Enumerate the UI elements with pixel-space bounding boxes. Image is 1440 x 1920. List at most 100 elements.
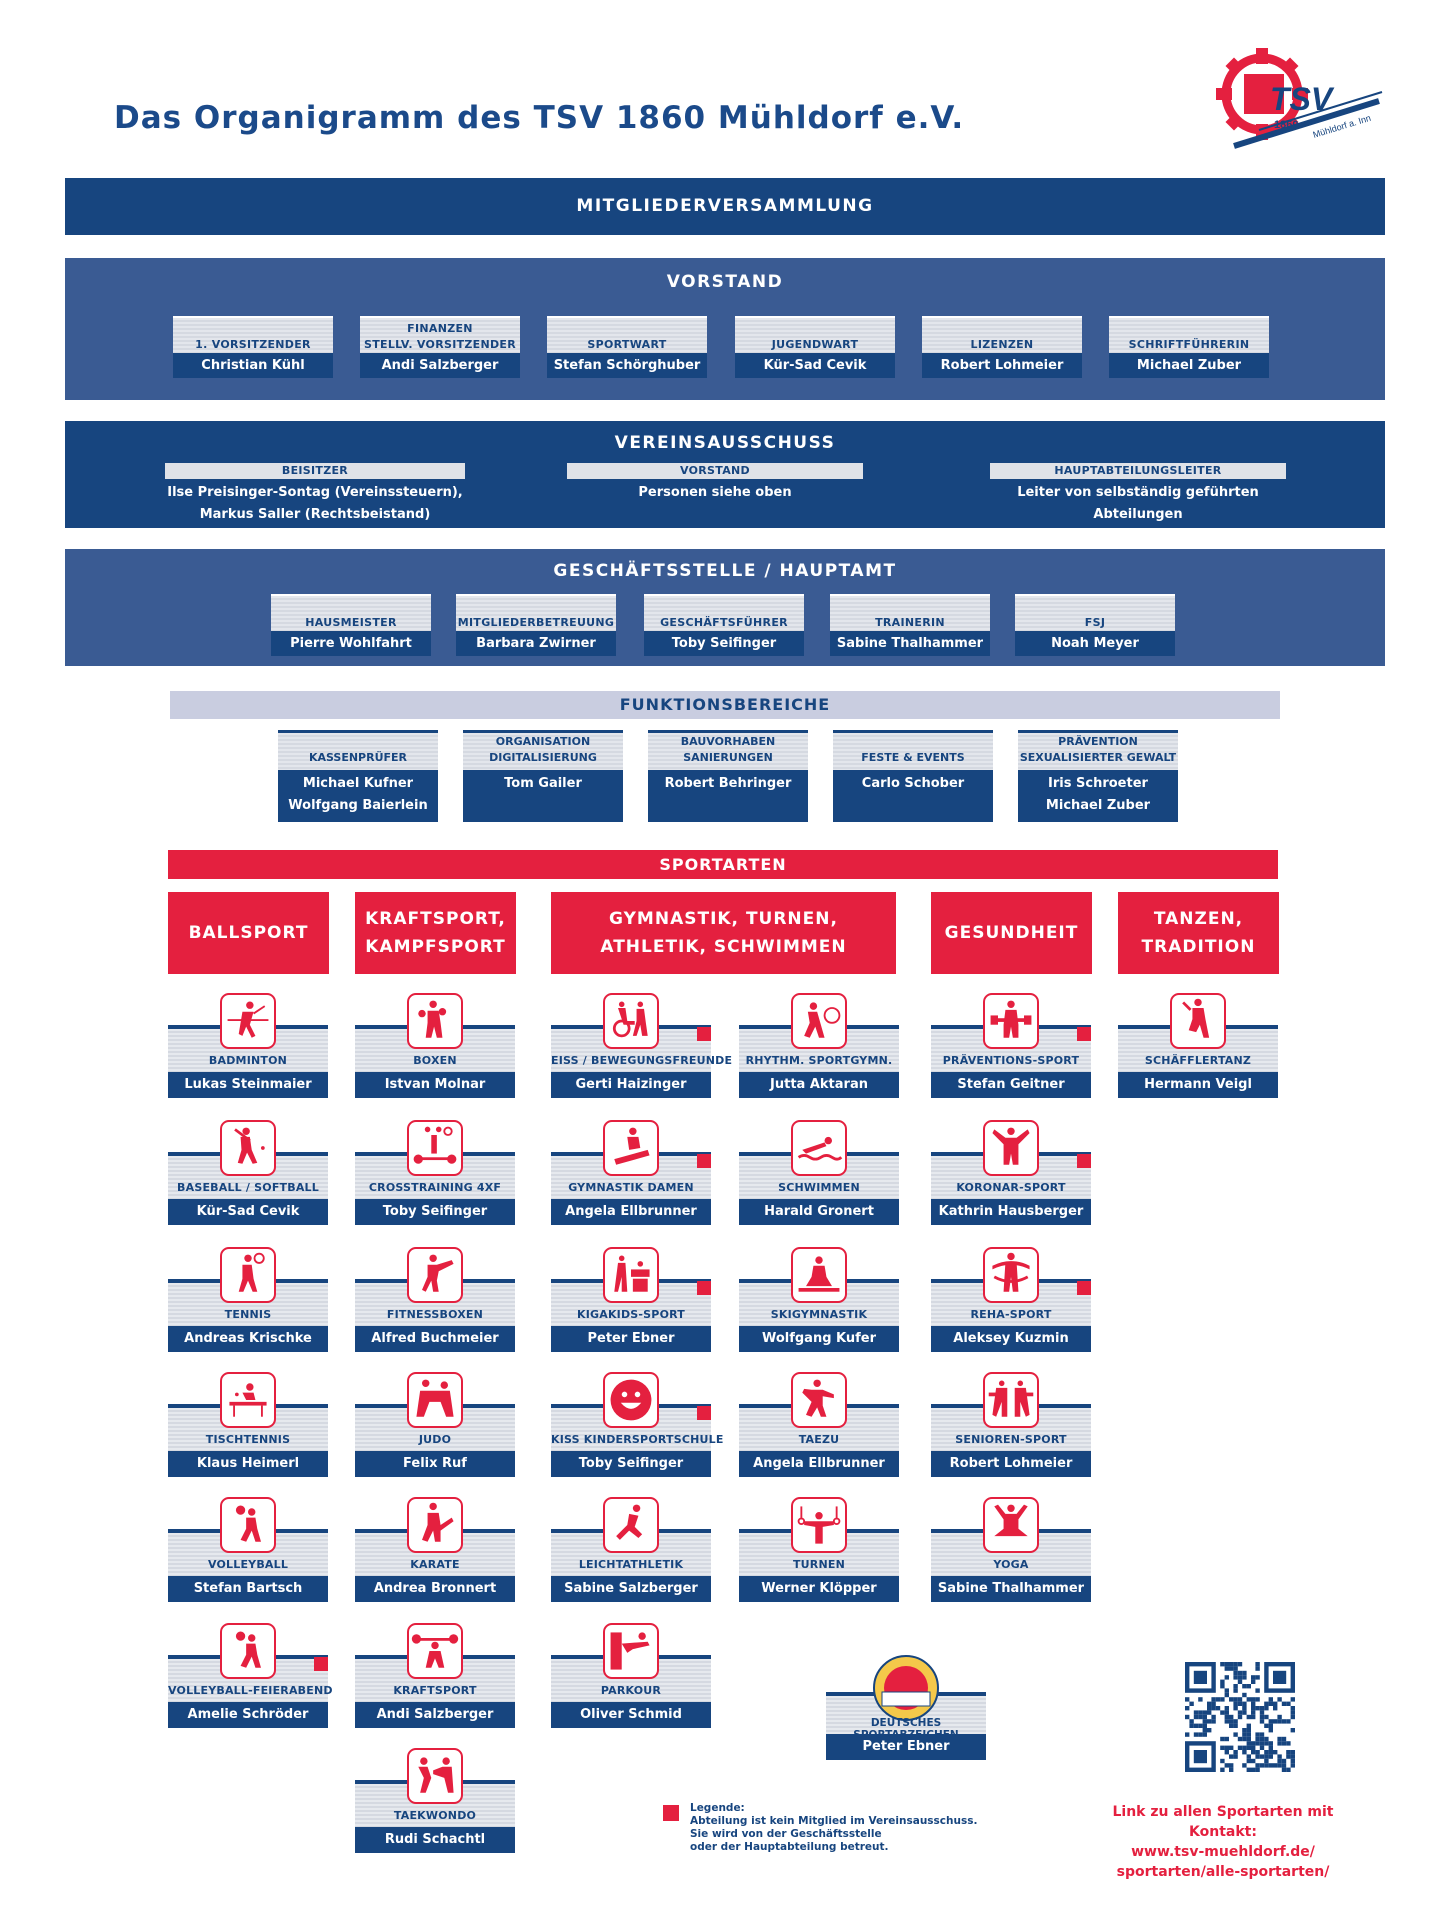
mitgliederversammlung-band: MITGLIEDERVERSAMMLUNG: [65, 178, 1385, 235]
volleyball-icon: [220, 1623, 276, 1679]
coronary-icon: [983, 1120, 1039, 1176]
sport-contact: Angela Ellbrunner: [739, 1451, 899, 1477]
sport-contact: Stefan Geitner: [931, 1072, 1091, 1098]
sport-contact: Werner Klöpper: [739, 1576, 899, 1602]
sport-label: LEICHTATHLETIK: [578, 1558, 684, 1571]
sport-card[interactable]: BASEBALL / SOFTBALL Kür-Sad Cevik: [168, 1120, 328, 1226]
legend-text: Legende: Abteilung ist kein Mitglied im …: [690, 1802, 978, 1853]
sport-contact: Kathrin Hausberger: [931, 1199, 1091, 1225]
sport-contact: Aleksey Kuzmin: [931, 1326, 1091, 1352]
sportarten-title: SPORTARTEN: [168, 850, 1278, 879]
karate-icon: [407, 1497, 463, 1553]
sport-contact: Wolfgang Kufer: [739, 1326, 899, 1352]
sport-label: KARATE: [410, 1558, 460, 1571]
legend-flag: [697, 1027, 711, 1041]
sport-label: TAEZU: [798, 1433, 840, 1446]
taekwondo-icon: [407, 1748, 463, 1804]
funktionsbereiche-title: FUNKTIONSBEREICHE: [170, 691, 1280, 719]
sport-contact: Stefan Bartsch: [168, 1576, 328, 1602]
rhythmic-icon: [791, 993, 847, 1049]
sport-card[interactable]: PRÄVENTIONS-SPORT Stefan Geitner: [931, 993, 1091, 1099]
sport-label: GYMNASTIK DAMEN: [568, 1181, 694, 1194]
parkour-icon: [603, 1623, 659, 1679]
sport-contact: Kür-Sad Cevik: [168, 1199, 328, 1225]
sport-label: TENNIS: [224, 1308, 272, 1321]
swimming-icon: [791, 1120, 847, 1176]
sport-card[interactable]: TAEZU Angela Ellbrunner: [739, 1372, 899, 1478]
sport-label: PRÄVENTIONS-SPORT: [942, 1054, 1080, 1067]
sport-label: VOLLEYBALL: [207, 1558, 289, 1571]
reha-icon: [983, 1247, 1039, 1303]
sport-contact: Alfred Buchmeier: [355, 1326, 515, 1352]
sport-card[interactable]: LEICHTATHLETIK Sabine Salzberger: [551, 1497, 711, 1603]
sport-label: VOLLEYBALL-FEIERABEND: [168, 1684, 333, 1697]
sport-contact: Klaus Heimerl: [168, 1451, 328, 1477]
sport-contact: Sabine Salzberger: [551, 1576, 711, 1602]
sport-contact: Gerti Haizinger: [551, 1072, 711, 1098]
rings-icon: [791, 1497, 847, 1553]
sport-card[interactable]: VOLLEYBALL Stefan Bartsch: [168, 1497, 328, 1603]
mitgliederversammlung-title: MITGLIEDERVERSAMMLUNG: [576, 196, 874, 216]
sport-card[interactable]: REHA-SPORT Aleksey Kuzmin: [931, 1247, 1091, 1353]
boxing-icon: [407, 993, 463, 1049]
sport-label: RHYTHM. SPORTGYMN.: [745, 1054, 893, 1067]
category-tanzen: TANZEN,TRADITION: [1118, 892, 1279, 974]
sport-contact: Sabine Thalhammer: [931, 1576, 1091, 1602]
qr-code-icon[interactable]: [1185, 1662, 1295, 1772]
crosstraining-icon: [407, 1120, 463, 1176]
sport-label: TAEKWONDO: [393, 1809, 477, 1822]
wheelchair-icon: [603, 993, 659, 1049]
sport-label: KISS KINDERSPORTSCHULE: [551, 1433, 724, 1446]
badminton-icon: [220, 993, 276, 1049]
legend-flag: [1077, 1027, 1091, 1041]
legend-flag: [697, 1406, 711, 1420]
sport-contact: Istvan Molnar: [355, 1072, 515, 1098]
category-gymnastik: GYMNASTIK, TURNEN,ATHLETIK, SCHWIMMEN: [551, 892, 896, 974]
sport-label: BASEBALL / SOFTBALL: [177, 1181, 319, 1194]
svg-text:TSV: TSV: [1270, 81, 1335, 117]
sport-label: SCHWIMMEN: [778, 1181, 860, 1194]
sport-card[interactable]: RHYTHM. SPORTGYMN.Jutta Aktaran: [739, 993, 899, 1099]
svg-text:1860: 1860: [1274, 119, 1298, 131]
sport-label: REHA-SPORT: [970, 1308, 1052, 1321]
sportarten-link[interactable]: Link zu allen Sportarten mit Kontakt: ww…: [1112, 1804, 1334, 1880]
category-gesundheit: GESUNDHEIT: [931, 892, 1092, 974]
geschaeftsstelle-title: GESCHÄFTSSTELLE / HAUPTAMT: [553, 561, 897, 581]
sport-label: KRAFTSPORT: [393, 1684, 477, 1697]
vereinsausschuss-title: VEREINSAUSSCHUSS: [614, 433, 836, 453]
